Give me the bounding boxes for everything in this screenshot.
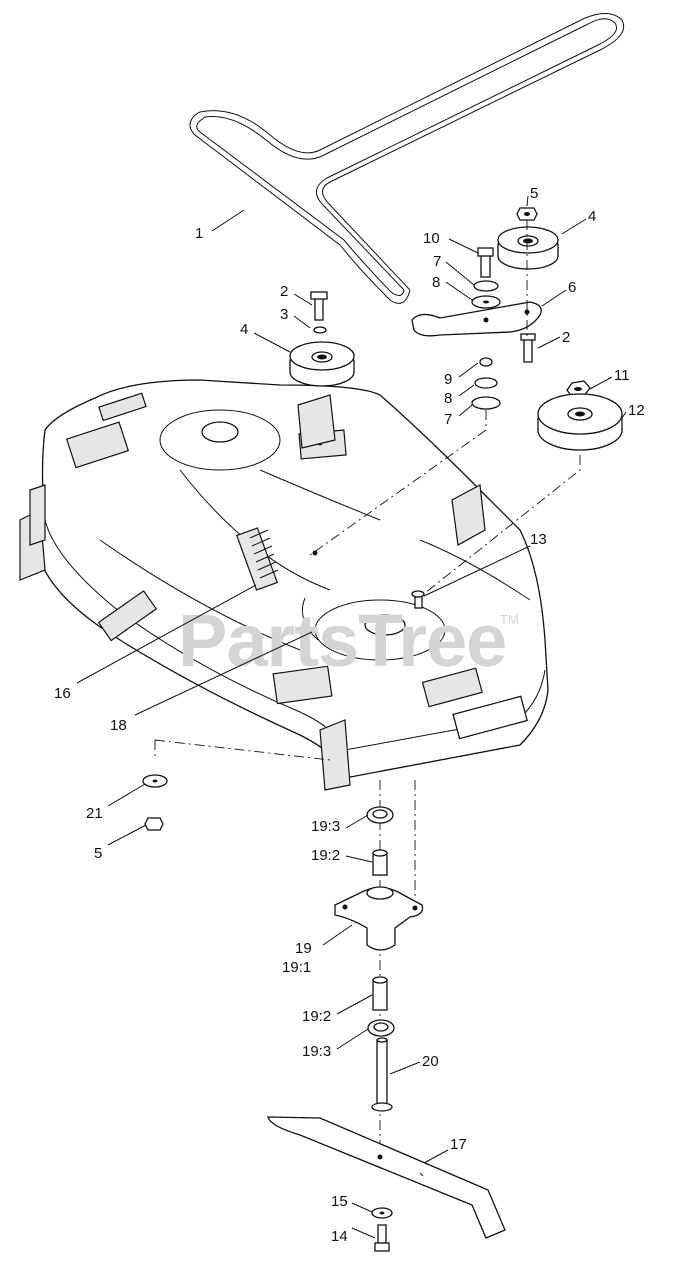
callout-3: 3 [280, 306, 288, 323]
mower-deck[interactable] [19, 379, 549, 791]
callout-7-lower: 7 [444, 411, 452, 428]
callout-8-lower: 8 [444, 390, 452, 407]
callout-20: 20 [422, 1053, 439, 1070]
callout-19: 19 [295, 940, 312, 957]
right-idler-pulley[interactable] [497, 226, 559, 270]
callout-2-right: 2 [562, 329, 570, 346]
idler-bracket[interactable] [297, 394, 336, 449]
callout-21: 21 [86, 805, 103, 822]
blade-bolt[interactable] [374, 1224, 390, 1252]
top-nut[interactable] [516, 207, 538, 221]
callout-16: 16 [54, 685, 71, 702]
callout-5-top: 5 [530, 185, 538, 202]
callout-13: 13 [530, 531, 547, 548]
blade-washer[interactable] [371, 1207, 393, 1219]
callout-18: 18 [110, 717, 127, 734]
lower-washers[interactable] [471, 357, 501, 410]
callout-2-left: 2 [280, 283, 288, 300]
callout-12: 12 [628, 402, 645, 419]
spring-anchor-bracket[interactable] [451, 484, 486, 546]
trademark-symbol: TM [500, 612, 519, 627]
callout-14: 14 [331, 1228, 348, 1245]
callout-1: 1 [195, 225, 203, 242]
drive-belt[interactable] [189, 13, 625, 304]
flat-washer-21[interactable] [142, 774, 168, 788]
callout-10: 10 [423, 230, 440, 247]
watermark-text: PartsTree [178, 599, 506, 682]
spindle-housing[interactable] [334, 886, 424, 951]
callout-9: 9 [444, 371, 452, 388]
left-bolt[interactable] [310, 291, 328, 321]
callout-15: 15 [331, 1193, 348, 1210]
callout-8-upper: 8 [432, 274, 440, 291]
idler-rod[interactable] [301, 597, 319, 641]
idler-arm[interactable] [411, 301, 542, 337]
shoulder-bolt[interactable] [477, 247, 494, 278]
callout-5-bottom: 5 [94, 845, 102, 862]
spacer-bottom[interactable] [372, 976, 388, 1011]
callout-19-3-upper: 19:3 [311, 818, 340, 835]
callout-19-2-upper: 19:2 [311, 847, 340, 864]
spindle-pulley[interactable] [537, 393, 623, 451]
left-idler-pulley[interactable] [289, 341, 355, 387]
arm-bolt[interactable] [520, 333, 536, 363]
callout-11: 11 [614, 367, 630, 384]
nut-5-lower[interactable] [144, 817, 164, 831]
bearing-bottom[interactable] [367, 1019, 395, 1037]
left-washer[interactable] [313, 326, 327, 334]
extension-spring[interactable] [235, 527, 279, 591]
callout-4-right: 4 [588, 208, 596, 225]
spindle-shaft[interactable] [371, 1037, 393, 1112]
upper-washers[interactable] [471, 280, 501, 309]
callout-19-1: 19:1 [282, 959, 311, 976]
carriage-bolt[interactable] [411, 590, 425, 609]
callout-7-upper: 7 [433, 253, 441, 270]
callout-4-left: 4 [240, 321, 248, 338]
spacer-top[interactable] [372, 849, 388, 876]
callout-17: 17 [450, 1136, 467, 1153]
bearing-top[interactable] [366, 806, 394, 824]
callout-6: 6 [568, 279, 576, 296]
callout-19-2-lower: 19:2 [302, 1008, 331, 1025]
callout-19-3-lower: 19:3 [302, 1043, 331, 1060]
mower-blade[interactable] [267, 1116, 506, 1239]
